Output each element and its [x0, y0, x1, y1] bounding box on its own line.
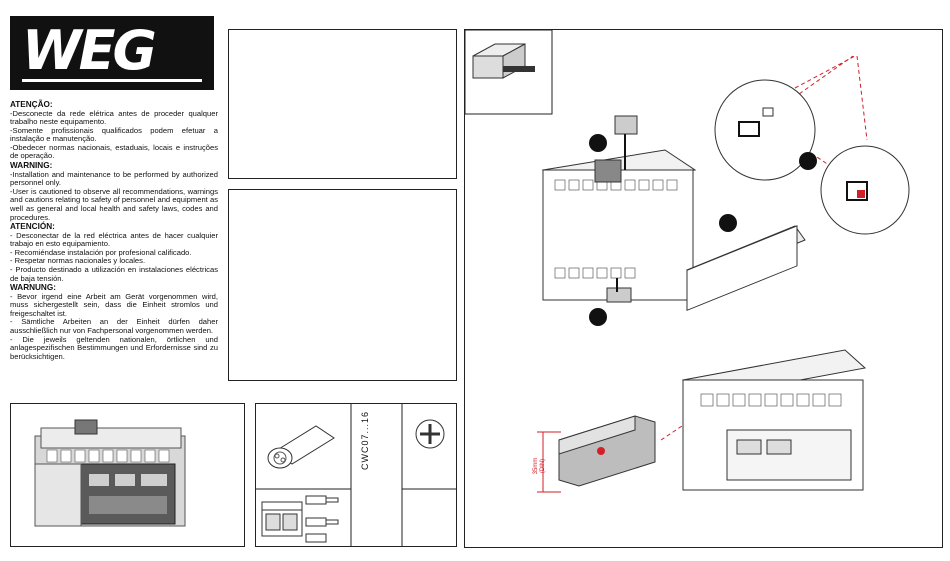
logo-text: WEG	[22, 19, 157, 82]
warning-line: -Installation and maintenance to be perf…	[10, 169, 218, 188]
warning-line: - Producto destinado a utilización en in…	[10, 265, 218, 283]
model-code: CWC07...16	[360, 410, 370, 470]
warning-line: -Desconecte da rede elétrica antes de pr…	[10, 108, 218, 127]
ferrule-icon	[305, 495, 339, 543]
warning-block-en: WARNING: -Installation and maintenance t…	[10, 161, 218, 222]
warning-heading: ATENÇÃO:	[10, 100, 53, 109]
warning-line: -Obedecer normas nacionais, estaduais, l…	[10, 142, 218, 161]
warning-heading: WARNING:	[10, 161, 53, 171]
screwdriver-icon	[415, 419, 445, 449]
dimension-line-2: (DIN)	[540, 458, 546, 474]
din-rail-dimension: 35mm (DIN)	[533, 446, 547, 486]
warning-line: - Desconectar de la red eléctrica antes …	[10, 230, 218, 249]
notes-box-bottom	[228, 189, 457, 381]
weg-logo: WEG	[10, 16, 214, 90]
installation-diagram	[464, 29, 910, 493]
step-marker: 4	[589, 308, 607, 326]
step-marker: 3	[719, 214, 737, 232]
warning-heading: ATENCIÓN:	[10, 222, 55, 232]
warning-line: - Sämtliche Arbeiten an der Einheit dürf…	[10, 317, 218, 336]
warning-line: -Somente profissionais qualificados pode…	[10, 125, 218, 144]
logo-underline	[22, 79, 202, 82]
product-image-panel	[10, 403, 245, 547]
reversing-contactor-image	[34, 419, 186, 527]
warning-block-pt: ATENÇÃO: -Desconecte da rede elétrica an…	[10, 100, 218, 161]
installation-panel: 1 2 3 4 35mm (DIN)	[464, 29, 943, 548]
wiring-diagram	[256, 404, 456, 546]
zoom-detail-1	[714, 79, 816, 181]
notes-box-top	[228, 29, 457, 179]
warning-line: - Respetar normas nacionales y locales.	[10, 256, 146, 266]
warning-block-es: ATENCIÓN: - Desconectar de la red eléctr…	[10, 222, 218, 283]
safety-warnings: ATENÇÃO: -Desconecte da rede elétrica an…	[10, 100, 218, 361]
stranded-wire-icon	[267, 425, 335, 469]
wiring-info-panel: CWC07...16	[255, 403, 457, 547]
warning-heading: WARNUNG:	[10, 283, 56, 293]
warning-line: - Die jeweils geltenden nationalen, örtl…	[10, 334, 218, 361]
terminal-icon	[261, 501, 303, 537]
step-marker: 1	[589, 134, 607, 152]
warning-line: -User is cautioned to observe all recomm…	[10, 186, 218, 222]
warning-line: - Bevor irgend eine Arbeit am Gerät vorg…	[10, 291, 218, 318]
warning-block-de: WARNUNG: - Bevor irgend eine Arbeit am G…	[10, 283, 218, 361]
step-marker: 2	[799, 152, 817, 170]
dimension-line-1: 35mm	[533, 457, 539, 475]
warning-line: - Recomiéndase instalación por profesion…	[10, 247, 192, 257]
